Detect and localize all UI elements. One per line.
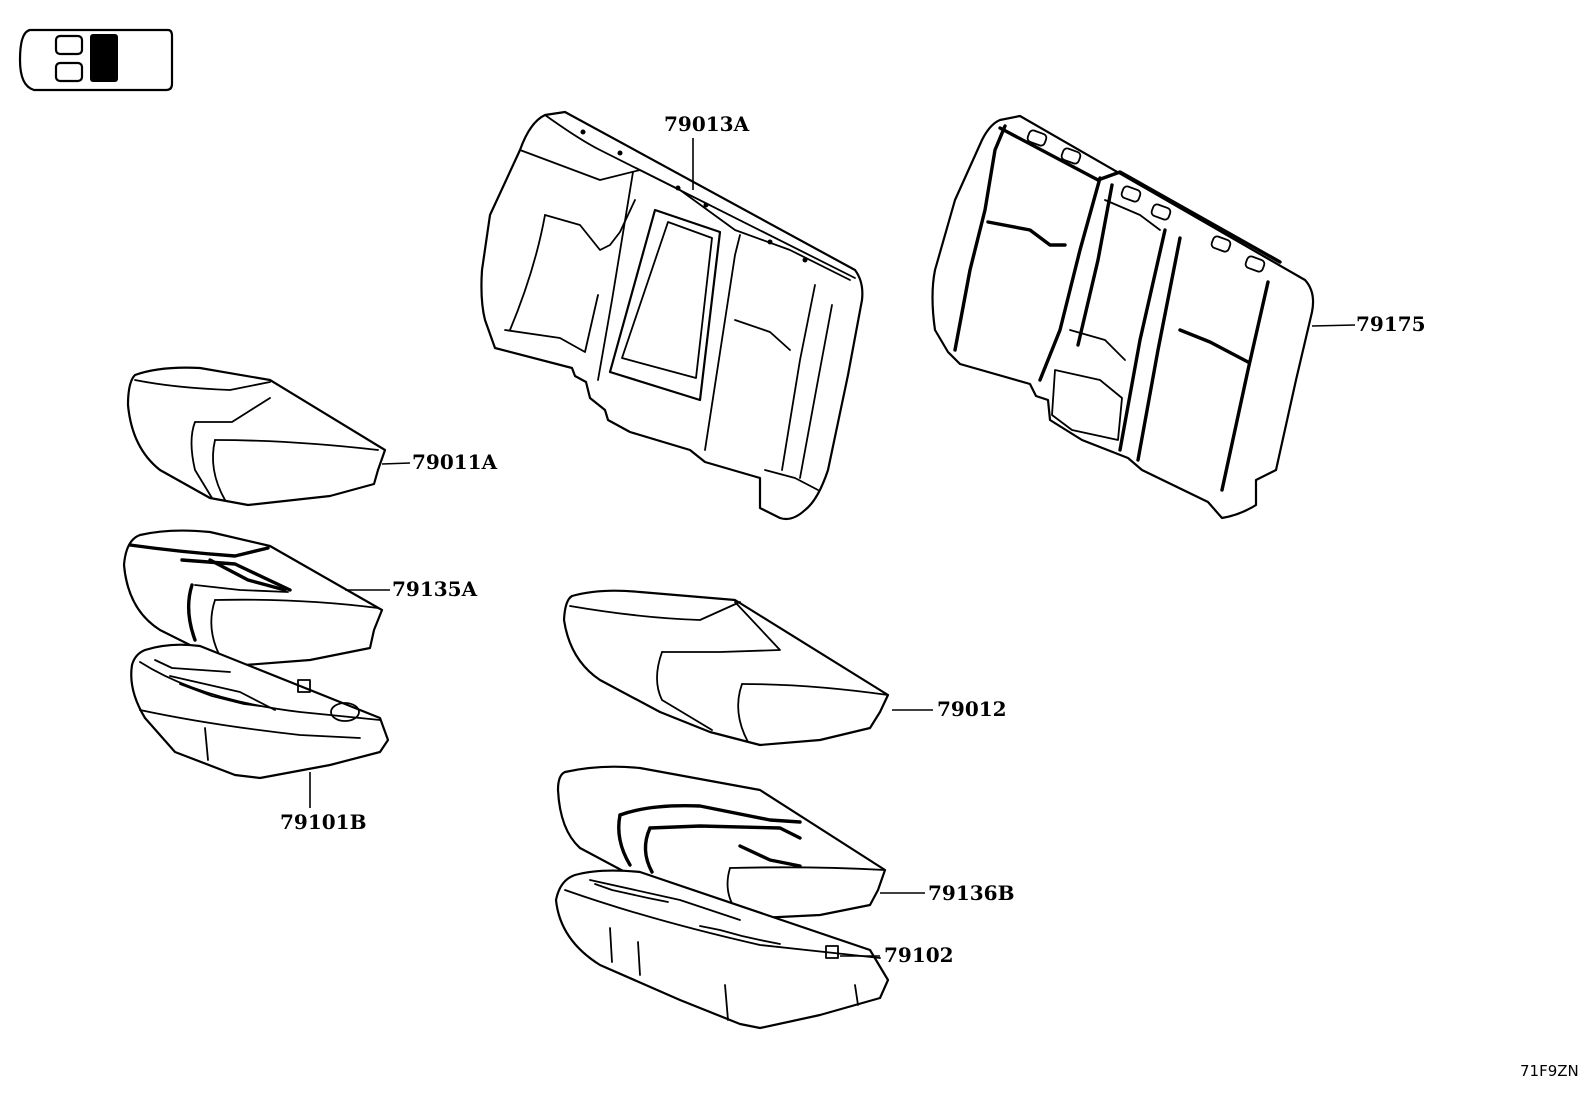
- seat-cushion-cover-79135a: [122, 529, 384, 667]
- seat-position-indicator-icon: [18, 28, 174, 92]
- leader-lines: [309, 138, 1356, 957]
- seat-cushion-cover-79136b: [556, 765, 887, 920]
- callout-79101b: 79101B: [280, 810, 366, 834]
- callout-79102: 79102: [884, 943, 954, 967]
- callout-79013a: 79013A: [664, 112, 750, 136]
- seatback-frame-79175: [931, 114, 1315, 520]
- callout-79135a: 79135A: [392, 577, 478, 601]
- seat-cushion-pad-79101b: [130, 643, 390, 780]
- callout-79012: 79012: [937, 697, 1007, 721]
- callout-79011a: 79011A: [412, 450, 498, 474]
- callout-labels: 79013A 79175 79011A 79135A 79101B 79012 …: [280, 112, 1426, 967]
- seatback-pad-79013a: [480, 110, 864, 521]
- callout-79136b: 79136B: [928, 881, 1014, 905]
- seat-cushion-pad-79102: [554, 869, 890, 1030]
- diagram-reference-code: 71F9ZN: [1520, 1062, 1579, 1080]
- seat-cushion-pad-79011a: [126, 366, 387, 507]
- seat-cushion-pad-79012: [562, 589, 890, 747]
- callout-79175: 79175: [1356, 312, 1426, 336]
